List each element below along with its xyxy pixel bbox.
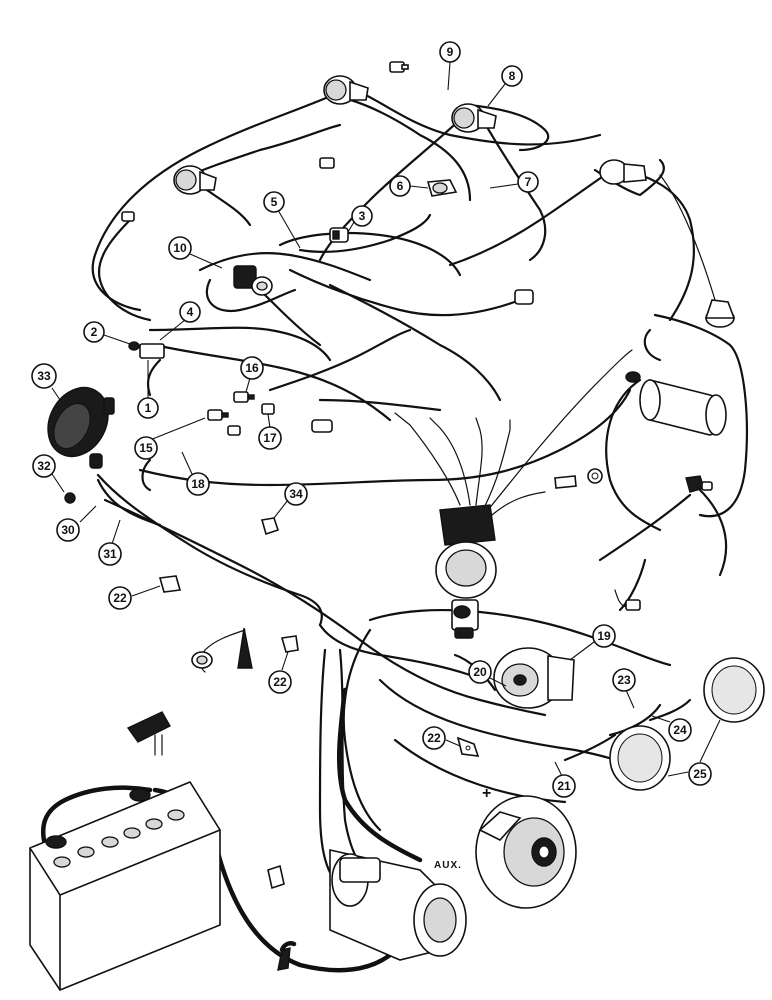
switch-6 — [426, 179, 458, 197]
sender-right-mid — [685, 475, 713, 493]
gauge-left — [173, 165, 217, 195]
horn-19 — [493, 647, 575, 709]
callout-21: 21 — [557, 779, 571, 793]
clamp-22-right — [456, 736, 480, 757]
callout-10: 10 — [173, 241, 187, 255]
callout-32: 32 — [37, 459, 51, 473]
sender-right-top — [599, 159, 647, 185]
clamp-22-mid — [280, 635, 299, 653]
callout-6: 6 — [397, 179, 404, 193]
gauge-top-center — [323, 75, 369, 105]
clamp-34 — [260, 517, 280, 536]
callouts: 1 2 3 4 5 6 7 8 9 10 — [31, 41, 721, 798]
callout-24: 24 — [673, 723, 687, 737]
rear-lamp-left — [609, 725, 671, 791]
grommet-32 — [64, 492, 76, 504]
spark-plug-lead-ends — [394, 349, 633, 516]
callout-33: 33 — [37, 369, 51, 383]
ignition-coil — [625, 371, 727, 436]
bulb-socket-left — [121, 211, 135, 222]
spark-plug — [554, 468, 603, 489]
switch-1 — [128, 341, 165, 359]
callout-22-right: 22 — [427, 731, 441, 745]
callout-23: 23 — [617, 673, 631, 687]
callout-3: 3 — [359, 209, 366, 223]
callout-22-left: 22 — [113, 591, 127, 605]
bulb-socket-small — [319, 157, 335, 169]
callout-5: 5 — [271, 195, 278, 209]
connector-bottom-right — [625, 599, 641, 611]
clamp-bottom — [267, 864, 285, 890]
plus-label: + — [482, 785, 491, 802]
starter-motor — [329, 849, 467, 961]
sender-plug — [311, 419, 333, 433]
connector-18 — [227, 425, 241, 436]
callout-15: 15 — [139, 441, 153, 455]
rear-lamp-right — [703, 657, 765, 723]
battery — [29, 781, 221, 991]
callout-25: 25 — [693, 767, 707, 781]
callout-4: 4 — [187, 305, 194, 319]
aux-label: AUX. — [434, 860, 462, 871]
clamp-22-left — [158, 575, 182, 593]
callout-30: 30 — [61, 523, 75, 537]
cable-end-bottom — [277, 941, 297, 971]
key-switch — [233, 265, 273, 296]
callout-2: 2 — [91, 325, 98, 339]
connector-right-upper — [514, 289, 534, 305]
callout-20: 20 — [473, 665, 487, 679]
callout-8: 8 — [509, 69, 516, 83]
callout-1: 1 — [145, 401, 152, 415]
callout-22-mid: 22 — [273, 675, 287, 689]
alternator — [475, 795, 577, 909]
connector-15 — [207, 409, 229, 421]
sender-3 — [329, 227, 349, 243]
callout-17: 17 — [263, 431, 277, 445]
work-light-33 — [47, 386, 115, 469]
battery-terminal-cover — [126, 711, 171, 743]
callout-19: 19 — [597, 629, 611, 643]
connector-17 — [261, 403, 275, 415]
gauge-top-right — [451, 103, 497, 133]
distributor — [435, 504, 497, 639]
callout-7: 7 — [525, 175, 532, 189]
trailer-plug — [191, 651, 213, 669]
callout-9: 9 — [447, 45, 454, 59]
callout-16: 16 — [245, 361, 259, 375]
canister-right — [704, 299, 736, 328]
callout-18: 18 — [191, 477, 205, 491]
bulb-socket-top — [389, 61, 409, 73]
callout-34: 34 — [289, 487, 303, 501]
rubber-boot — [237, 627, 253, 669]
connector-16 — [233, 391, 255, 403]
callout-31: 31 — [103, 547, 117, 561]
